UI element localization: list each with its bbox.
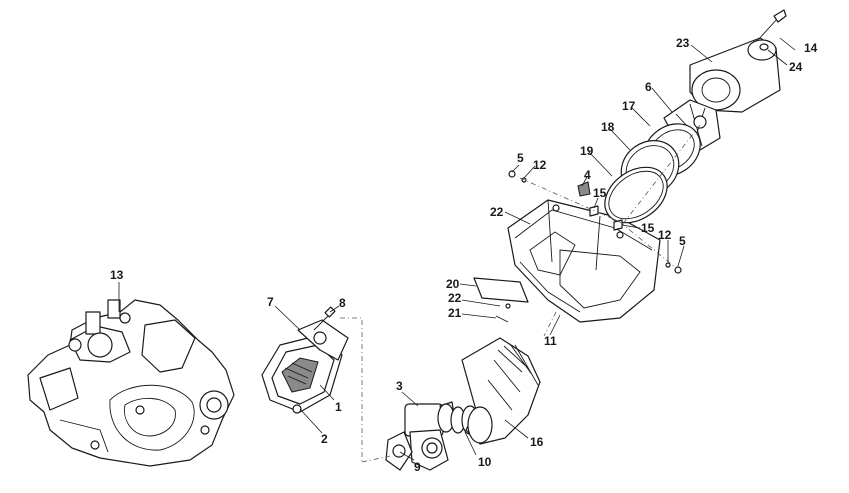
callout-17: 17 — [622, 99, 636, 113]
assembly-axis-lines — [340, 124, 701, 463]
intake-boot — [461, 337, 541, 445]
callout-11: 11 — [544, 334, 557, 348]
callout-9: 9 — [414, 460, 421, 474]
callout-18: 18 — [601, 120, 615, 134]
callout-21: 21 — [448, 306, 462, 320]
callout-22-lower: 22 — [448, 291, 462, 305]
callout-3: 3 — [396, 379, 403, 393]
callout-5-left: 5 — [517, 151, 524, 165]
callout-24: 24 — [789, 60, 803, 74]
air-filter-element — [689, 37, 781, 113]
callout-6: 6 — [645, 80, 652, 94]
callout-19: 19 — [580, 144, 594, 158]
callout-5-right: 5 — [679, 234, 686, 248]
callout-7: 7 — [267, 295, 274, 309]
sealing-rings — [604, 123, 701, 224]
leader-lines — [118, 37, 796, 461]
callout-10: 10 — [478, 455, 492, 469]
reed-valve-assembly — [261, 319, 349, 414]
callout-15-upper: 15 — [593, 186, 607, 200]
callout-13: 13 — [110, 268, 124, 282]
callout-12-right: 12 — [658, 228, 672, 242]
callout-15-lower: 15 — [641, 221, 655, 235]
callout-4: 4 — [584, 168, 591, 182]
callout-23: 23 — [676, 36, 690, 50]
callout-14: 14 — [804, 41, 818, 55]
callout-2: 2 — [321, 432, 328, 446]
callout-8: 8 — [339, 296, 346, 310]
callout-20: 20 — [446, 277, 460, 291]
gasket — [385, 431, 413, 471]
engine-block — [27, 299, 235, 467]
hardware — [473, 9, 787, 323]
callout-16: 16 — [530, 435, 544, 449]
callout-1: 1 — [335, 400, 342, 414]
callout-22-upper: 22 — [490, 205, 504, 219]
callout-12-left: 12 — [533, 158, 547, 172]
airbox — [507, 199, 661, 323]
